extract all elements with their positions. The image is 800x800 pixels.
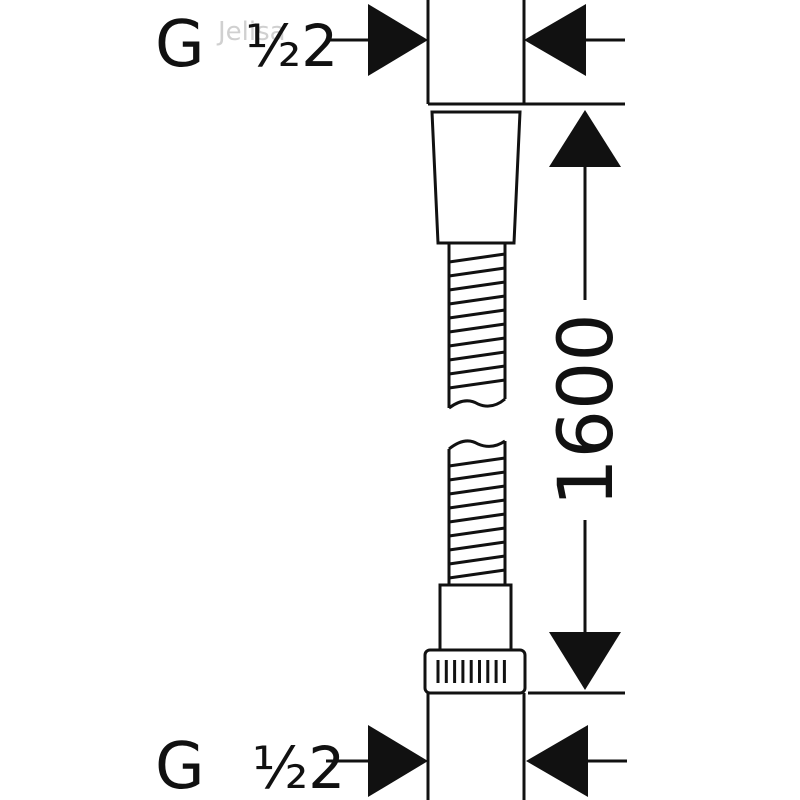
hose-winding-rib xyxy=(448,252,506,264)
hose-winding-rib xyxy=(448,294,506,306)
hose-body xyxy=(423,0,625,800)
hose-winding-rib xyxy=(448,470,506,482)
hose-winding-rib xyxy=(448,266,506,278)
hose-winding-rib xyxy=(448,350,506,362)
top-conical-nut xyxy=(430,110,522,245)
hose-winding-rib xyxy=(448,484,506,496)
bottom-knurled-nut xyxy=(423,648,527,695)
hose-winding-rib xyxy=(448,456,506,468)
lower-hose-section xyxy=(447,439,507,585)
bottom-thread-size: ½2 xyxy=(252,734,345,800)
length-top-arrow xyxy=(549,110,621,167)
hose-winding-rib xyxy=(448,364,506,376)
bottom-sleeve xyxy=(438,583,513,652)
top-right-arrow xyxy=(524,4,586,76)
hose-winding-rib xyxy=(448,512,506,524)
hose-winding-rib xyxy=(448,540,506,552)
upper-hose-section xyxy=(447,243,507,410)
bottom-thread-letter: G xyxy=(155,730,205,800)
hose-winding-rib xyxy=(448,336,506,348)
hose-winding-rib xyxy=(448,280,506,292)
length-label: 1600 xyxy=(541,313,630,506)
top-thread-dimension: G ½2 xyxy=(155,4,625,82)
watermark: Jelisa xyxy=(216,17,286,47)
bottom-thread-dimension: G ½2 xyxy=(155,725,627,800)
hose-winding-rib xyxy=(448,568,506,580)
top-left-arrow xyxy=(368,4,428,76)
hose-winding-rib xyxy=(448,498,506,510)
length-bottom-arrow xyxy=(549,632,621,690)
top-thread-size: ½2 xyxy=(245,12,338,80)
bottom-right-arrow xyxy=(526,725,588,797)
hose-winding-rib xyxy=(448,526,506,538)
length-dimension: 1600 xyxy=(541,110,630,690)
top-thread-letter: G xyxy=(155,8,205,82)
knurl-pattern xyxy=(436,660,506,683)
hose-winding-rib xyxy=(448,308,506,320)
hose-winding-rib xyxy=(448,378,506,390)
hose-winding-rib xyxy=(448,554,506,566)
bottom-left-arrow xyxy=(368,725,428,797)
hose-winding-rib xyxy=(448,322,506,334)
